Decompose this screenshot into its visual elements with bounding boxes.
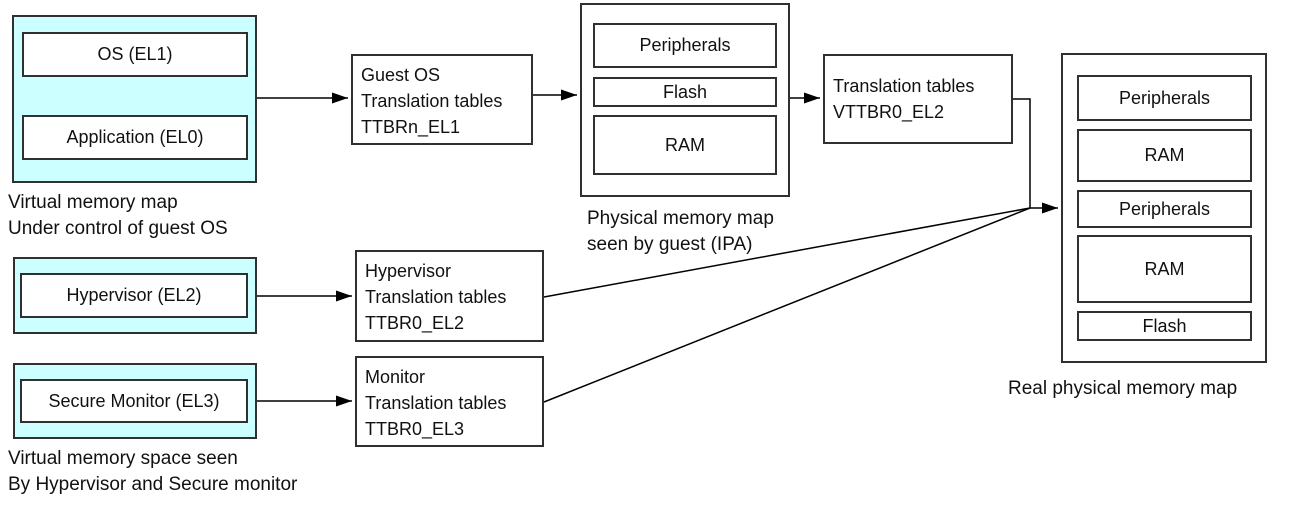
monitor-tt-line2: Translation tables [365, 393, 507, 413]
real-region-flash: Flash [1077, 311, 1252, 341]
guest-os-tt-box: Guest OS Translation tables TTBRn_EL1 [351, 54, 533, 145]
real-region-flash-label: Flash [1142, 315, 1187, 336]
real-region-peripherals-1: Peripherals [1077, 75, 1252, 121]
monitor-tt-line3: TTBR0_EL3 [365, 419, 465, 439]
vttbr-tt-line2: VTTBR0_EL2 [833, 102, 945, 122]
ipa-map-caption-line2: seen by guest (IPA) [587, 234, 753, 255]
ipa-map-caption-line1: Physical memory map [587, 208, 774, 229]
ipa-region-peripherals: Peripherals [593, 23, 777, 68]
application-el0-box: Application (EL0) [22, 115, 248, 160]
line-vttbr-down [1013, 98, 1031, 208]
guest-os-tt-line2: Translation tables [361, 91, 503, 111]
secure-monitor-box: Secure Monitor (EL3) [13, 363, 257, 439]
monitor-tt-line1: Monitor [365, 367, 426, 387]
lower-caption-line2: By Hypervisor and Secure monitor [8, 474, 298, 495]
real-region-ram-1-label: RAM [1144, 145, 1185, 165]
ipa-region-flash-label: Flash [662, 81, 707, 102]
ipa-region-peripherals-label: Peripherals [639, 35, 731, 55]
real-region-ram-1: RAM [1077, 129, 1252, 182]
os-el1-box: OS (EL1) [22, 32, 248, 77]
real-region-peripherals-2-label: Peripherals [1118, 198, 1211, 219]
vttbr-tt-box: Translation tables VTTBR0_EL2 [823, 54, 1013, 144]
hypervisor-box: Hypervisor (EL2) [13, 257, 257, 334]
real-map-box: Peripherals RAM Peripherals RAM Flash [1061, 53, 1267, 363]
real-map-caption: Real physical memory map [1008, 378, 1238, 399]
ipa-region-ram-label: RAM [665, 134, 705, 155]
hypervisor-tt-line1: Hypervisor [365, 261, 452, 281]
ipa-region-ram: RAM [593, 115, 777, 175]
ipa-map-box: Peripherals Flash RAM [580, 3, 790, 197]
real-region-ram-2-label: RAM [1144, 258, 1185, 279]
hypervisor-tt-line3: TTBR0_EL2 [365, 313, 465, 333]
secure-monitor-label: Secure Monitor (EL3) [48, 390, 220, 411]
real-region-peripherals-1-label: Peripherals [1118, 87, 1211, 108]
hypervisor-tt-box: Hypervisor Translation tables TTBR0_EL2 [355, 250, 544, 342]
lower-caption-line1: Virtual memory space seen [8, 448, 238, 469]
real-region-ram-2: RAM [1077, 235, 1252, 303]
hypervisor-inner-box: Hypervisor (EL2) [20, 273, 248, 318]
monitor-tt-box: Monitor Translation tables TTBR0_EL3 [355, 356, 544, 447]
secure-monitor-inner-box: Secure Monitor (EL3) [20, 379, 248, 423]
os-el1-label: OS (EL1) [97, 44, 173, 64]
real-region-peripherals-2: Peripherals [1077, 190, 1252, 228]
guest-vm-caption: Virtual memory map Under control of gues… [8, 190, 228, 242]
vttbr-tt-line1: Translation tables [833, 76, 975, 96]
ipa-map-caption: Physical memory map seen by guest (IPA) [587, 206, 774, 258]
guest-vm-caption-line1: Virtual memory map [8, 192, 178, 213]
guest-vm-box: OS (EL1) Application (EL0) [12, 15, 257, 183]
guest-vm-caption-line2: Under control of guest OS [8, 218, 228, 239]
hypervisor-tt-line2: Translation tables [365, 287, 507, 307]
ipa-region-flash: Flash [593, 77, 777, 107]
lower-caption: Virtual memory space seen By Hypervisor … [8, 446, 297, 498]
guest-os-tt-line1: Guest OS [361, 65, 441, 85]
application-el0-label: Application (EL0) [66, 127, 204, 147]
hypervisor-label: Hypervisor (EL2) [66, 285, 202, 305]
guest-os-tt-line3: TTBRn_EL1 [361, 117, 461, 137]
